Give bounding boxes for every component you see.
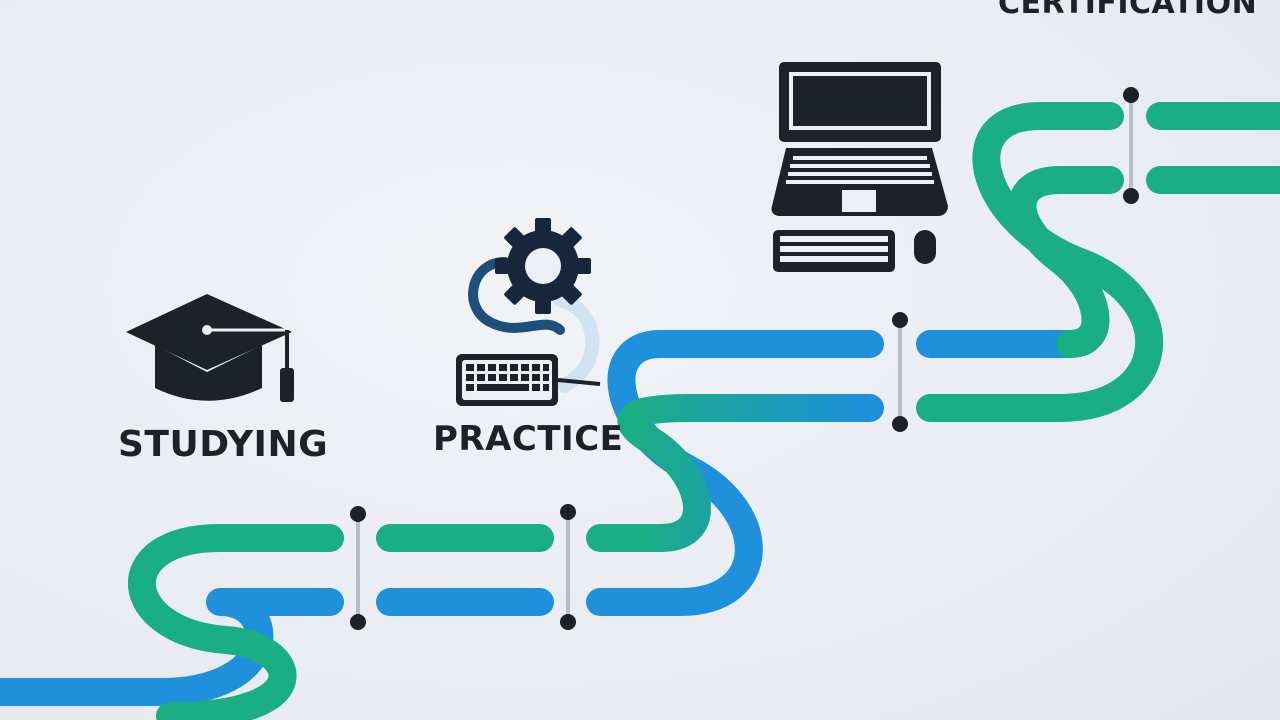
connector-pin [892,312,908,432]
stage-label-studying: STUDYING [118,424,329,465]
road-green-curve-middle [617,394,884,552]
stage-label-certification: CERTIFICATION [998,0,1258,21]
connector-pin [1123,87,1139,204]
connectors [350,87,1139,630]
stage-label-practice: PRACTICE [433,419,624,459]
connector-pin [560,504,576,630]
road-blue-curve-middle [586,330,884,616]
road-green-lane-lower [128,524,344,720]
connector-pin [350,506,366,630]
laptop-icon [771,62,948,272]
graduation-cap-icon [126,294,294,402]
gear-keyboard-icon [456,218,601,406]
road-green-curve-upper-inner [1008,166,1124,358]
